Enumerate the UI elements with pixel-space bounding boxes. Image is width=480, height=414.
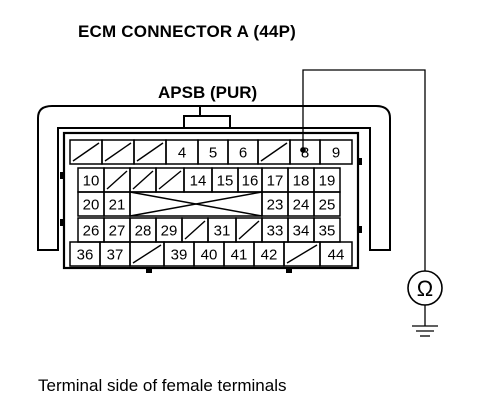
connector-housing <box>37 105 391 270</box>
terminal-number: 35 <box>319 223 336 240</box>
terminal-number: 18 <box>293 173 310 190</box>
housing-key <box>358 226 362 233</box>
terminal-number: 5 <box>209 145 217 162</box>
terminal-number: 23 <box>267 197 284 214</box>
terminal-number: 10 <box>83 173 100 190</box>
terminal-number: 41 <box>231 247 248 264</box>
terminal-number: 16 <box>242 173 259 190</box>
unused-terminal-slash <box>184 220 206 240</box>
unused-terminal-slash <box>132 170 154 190</box>
unused-terminal-slash <box>104 142 132 162</box>
terminal-44 <box>319 241 353 267</box>
unused-terminal-slash <box>158 170 182 190</box>
terminal-number: 24 <box>293 197 310 214</box>
terminal-number: 25 <box>319 197 336 214</box>
housing-key <box>60 219 64 226</box>
housing-keys <box>60 158 362 273</box>
terminal-number: 28 <box>135 223 152 240</box>
probe-lead <box>302 69 426 271</box>
terminal-number: 20 <box>83 197 100 214</box>
terminal-number: 9 <box>332 145 340 162</box>
housing-key <box>60 172 64 179</box>
terminal-number: 42 <box>261 247 278 264</box>
blank-block-cross <box>129 191 263 217</box>
terminal-number: 33 <box>267 223 284 240</box>
housing-body <box>62 131 360 270</box>
ohmmeter: Ω <box>407 270 443 306</box>
diagram-title: ECM CONNECTOR A (44P) <box>78 22 296 41</box>
terminal-number: 34 <box>293 223 310 240</box>
terminal-number: 44 <box>328 247 345 264</box>
housing-key <box>358 158 362 165</box>
terminal-number: 29 <box>161 223 178 240</box>
terminal-number: 39 <box>171 247 188 264</box>
terminal-number: 17 <box>267 173 284 190</box>
unused-terminal-slash <box>132 244 162 264</box>
terminal-number: 31 <box>214 223 231 240</box>
terminal-label: APSB (PUR) <box>158 83 258 102</box>
terminal-number: 4 <box>178 145 186 162</box>
unused-terminal-slash <box>260 142 288 162</box>
housing-tab <box>183 115 231 129</box>
unused-terminal-slash <box>106 170 128 190</box>
terminal-number: 37 <box>107 247 124 264</box>
terminal-number: 27 <box>109 223 126 240</box>
terminal-9 <box>319 139 353 165</box>
terminal-grid: 4 5 6 8 9 10 14 15 16 17 18 19 20 21 23 24 25 26 27 28 29 31 3… <box>69 139 353 267</box>
unused-terminal-slash <box>286 244 318 264</box>
ohm-symbol: Ω <box>417 276 433 301</box>
terminal-number: 6 <box>239 145 247 162</box>
terminal-number: 15 <box>217 173 234 190</box>
terminal-number: 14 <box>190 173 207 190</box>
terminal-number: 40 <box>201 247 218 264</box>
unused-terminal-slash <box>72 142 100 162</box>
blank-terminal-block <box>129 191 263 217</box>
unused-terminal-slash <box>238 220 260 240</box>
probe-wire <box>300 69 438 337</box>
terminal-number: 26 <box>83 223 100 240</box>
housing-key <box>146 268 152 273</box>
terminal-number: 19 <box>319 173 336 190</box>
housing-key <box>286 268 292 273</box>
unused-terminal-slash <box>136 142 164 162</box>
terminal-number: 36 <box>77 247 94 264</box>
housing-outer <box>37 105 391 251</box>
terminal-number: 21 <box>109 197 126 214</box>
terminal-number: 8 <box>301 145 309 162</box>
diagram-caption: Terminal side of female terminals <box>38 376 287 395</box>
terminal-25 <box>313 191 341 217</box>
